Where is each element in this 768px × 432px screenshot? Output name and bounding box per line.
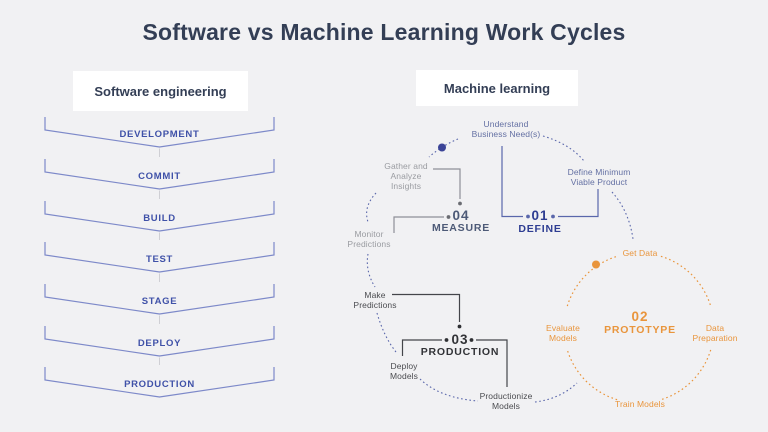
machine-learning-heading-label: Machine learning — [443, 80, 551, 96]
arc-gather-to-monitor — [366, 192, 377, 223]
prototype-circle-arcs — [566, 255, 712, 401]
step-deploy-models: Deploy Models — [389, 361, 419, 382]
chevron-build — [44, 201, 275, 232]
measure-number: 04 — [452, 208, 470, 223]
step-make-predictions: Make Predictions — [353, 290, 397, 311]
step-gather-analyze-insights: Gather and Analyze Insights — [384, 161, 428, 192]
arc-make-to-deploy — [376, 312, 397, 353]
cycle-position-dot-blue — [438, 143, 446, 152]
step-define-minimum-viable-product: Define Minimum Viable Product — [567, 167, 631, 188]
cycle-position-dot-orange — [592, 260, 600, 269]
step-train-models: Train Models — [614, 399, 666, 409]
define-number: 01 — [531, 208, 549, 223]
step-get-data: Get Data — [622, 248, 658, 258]
stage-stage: STAGE — [141, 295, 178, 307]
stage-production: PRODUCTION — [124, 378, 195, 390]
software-engineering-heading: Software engineering — [73, 71, 248, 111]
chevron-development — [44, 117, 275, 148]
step-data-preparation: Data Preparation — [692, 323, 738, 344]
arc-deploy-to-productionize — [419, 378, 479, 402]
prototype-name: PROTOTYPE — [604, 324, 676, 336]
chevron-commit — [44, 159, 275, 190]
machine-learning-heading: Machine learning — [416, 70, 578, 106]
production-connectors — [392, 293, 508, 387]
step-monitor-predictions: Monitor Predictions — [347, 229, 391, 250]
stage-test: TEST — [145, 253, 174, 265]
production-name: PRODUCTION — [420, 346, 500, 358]
stage-development: DEVELOPMENT — [119, 128, 200, 140]
page-title: Software vs Machine Learning Work Cycles — [142, 19, 626, 45]
arc-mvp-to-getdata — [611, 191, 634, 240]
arc-productionize-to-circle — [534, 382, 578, 403]
chevron-production — [44, 367, 275, 398]
software-engineering-heading-label: Software engineering — [94, 83, 227, 99]
chevron-shapes — [44, 117, 275, 398]
step-understand-business-needs: Understand Business Need(s) — [471, 119, 541, 140]
arc-understand-to-mvp — [542, 135, 585, 162]
step-productionize-models: Productionize Models — [479, 391, 533, 412]
chevron-deploy — [44, 326, 275, 357]
measure-name: MEASURE — [431, 222, 491, 234]
stage-build: BUILD — [143, 212, 176, 224]
ml-cycle-arcs — [366, 135, 634, 403]
arc-monitor-to-make — [366, 253, 376, 288]
step-evaluate-models: Evaluate Models — [546, 323, 580, 344]
chevron-stage — [44, 284, 275, 315]
define-connectors — [501, 146, 599, 218]
define-name: DEFINE — [518, 223, 562, 235]
chevron-test — [44, 242, 275, 273]
stage-deploy: DEPLOY — [137, 337, 182, 349]
measure-connectors — [393, 168, 461, 233]
stage-commit: COMMIT — [138, 170, 181, 182]
prototype-number: 02 — [631, 309, 649, 324]
production-number: 03 — [451, 332, 469, 347]
